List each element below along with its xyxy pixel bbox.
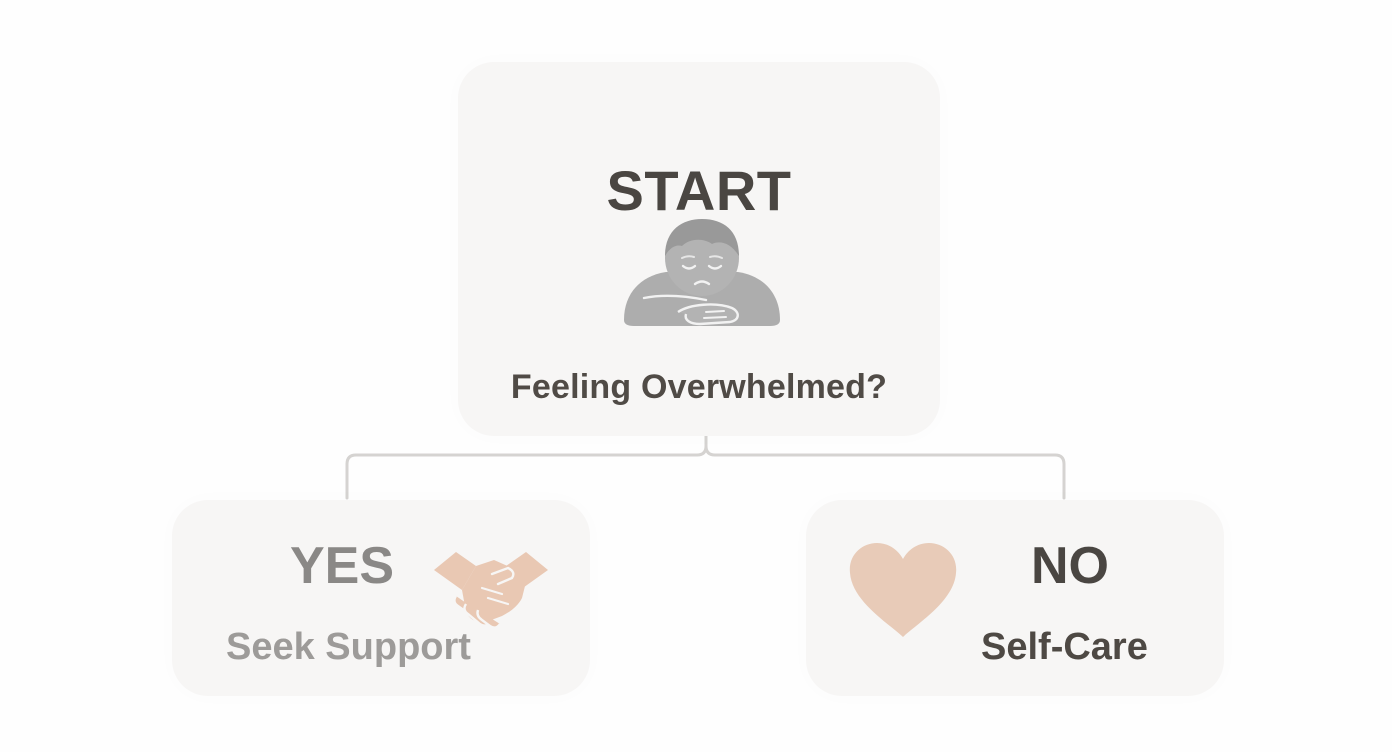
heart-icon	[849, 543, 957, 637]
start-question: Feeling Overwhelmed?	[510, 368, 888, 406]
start-title: START	[606, 159, 792, 222]
no-title: NO	[1031, 537, 1109, 595]
yes-title: YES	[290, 537, 395, 595]
no-label: Self-Care	[981, 626, 1148, 668]
handshake-icon	[434, 552, 548, 629]
overwhelmed-person-icon	[624, 219, 780, 326]
yes-label: Seek Support	[226, 626, 471, 668]
